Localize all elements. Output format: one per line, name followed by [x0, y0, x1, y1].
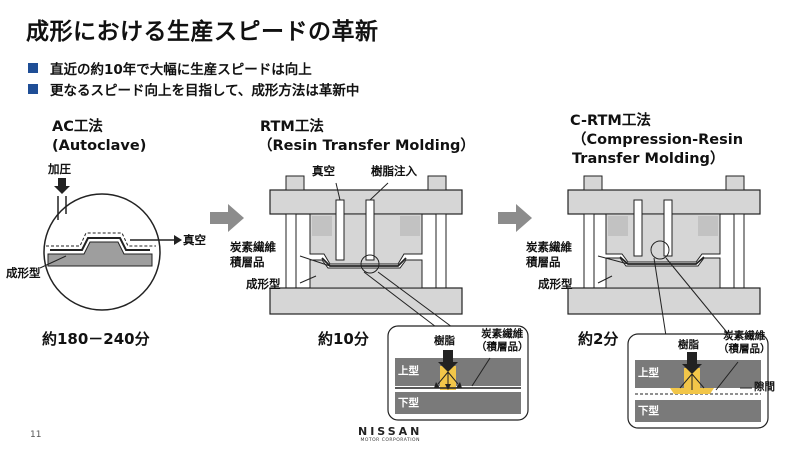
- bullet-square-icon: [28, 63, 38, 73]
- page-number: 11: [30, 430, 42, 440]
- logo-brand: NISSAN: [358, 425, 423, 438]
- bullet-2: 更なるスピード向上を目指して、成形方法は革新中: [28, 79, 359, 99]
- rtm-heading-line2: （Resin Transfer Molding）: [258, 138, 475, 154]
- crtm-detail-cf-line2: （積層品）: [718, 343, 771, 355]
- logo-corp: MOTOR CORPORATION: [360, 438, 420, 443]
- rtm-detail-cf-line2: （積層品）: [476, 341, 529, 353]
- rtm-mold-label: 成形型: [246, 277, 281, 291]
- pressure-arrow-icon: [54, 178, 70, 194]
- crtm-cf-label: 炭素繊維 積層品: [526, 240, 572, 270]
- crtm-heading: C-RTM工法 （Compression-Resin Transfer Mold…: [566, 112, 743, 169]
- crtm-detail-lower-mold: 下型: [638, 405, 659, 417]
- bullet-square-icon: [28, 84, 38, 94]
- rtm-detail-resin-label: 樹脂: [434, 335, 455, 347]
- crtm-detail-cf-line1: 炭素繊維: [723, 330, 766, 342]
- nissan-logo: NISSAN MOTOR CORPORATION: [358, 425, 422, 443]
- ac-heading-line2: (Autoclave): [52, 138, 147, 154]
- process-arrow-icon: [210, 204, 244, 232]
- crtm-cf-label-line2: 積層品: [526, 255, 561, 269]
- ac-mold-shape: [47, 241, 153, 267]
- ac-time: 約180－240分: [42, 330, 150, 348]
- rtm-vacuum-label: 真空: [312, 164, 335, 178]
- ac-pressure-label: 加圧: [48, 162, 71, 176]
- rtm-time: 約10分: [318, 330, 369, 348]
- ac-mold-label: 成形型: [6, 266, 41, 280]
- bullet-1: 直近の約10年で大幅に生産スピードは向上: [28, 58, 312, 78]
- ac-laminate: [50, 237, 150, 251]
- rtm-cf-label-line2: 積層品: [230, 255, 265, 269]
- crtm-detail-gap-label: 隙間: [754, 381, 775, 393]
- rtm-cf-label: 炭素繊維 積層品: [230, 240, 276, 270]
- ac-heading-line1: AC工法: [52, 119, 103, 135]
- vacuum-arrow-icon: [174, 235, 182, 245]
- ac-vacuum-bag: [46, 232, 156, 247]
- rtm-heading-line1: RTM工法: [260, 119, 324, 135]
- crtm-time: 約2分: [578, 330, 619, 348]
- process-arrow-icon: [498, 204, 532, 232]
- crtm-detail-upper-mold: 上型: [638, 367, 659, 379]
- slide-title: 成形における生産スピードの革新: [26, 19, 379, 45]
- rtm-cf-label-line1: 炭素繊維: [230, 240, 276, 254]
- crtm-detail-cf-label: 炭素繊維 （積層品）: [718, 330, 771, 356]
- rtm-detail-upper-mold: 上型: [398, 365, 419, 377]
- crtm-heading-line1: C-RTM工法: [570, 113, 651, 129]
- ac-vacuum-label: 真空: [183, 233, 206, 247]
- crtm-mold-label: 成形型: [538, 277, 573, 291]
- bullet-1-text: 直近の約10年で大幅に生産スピードは向上: [50, 62, 312, 78]
- rtm-detail-lower-mold: 下型: [398, 397, 419, 409]
- crtm-cf-label-line1: 炭素繊維: [526, 240, 572, 254]
- rtm-heading: RTM工法 （Resin Transfer Molding）: [258, 118, 475, 156]
- ac-heading: AC工法 (Autoclave): [52, 118, 146, 156]
- bullet-2-text: 更なるスピード向上を目指して、成形方法は革新中: [50, 83, 360, 99]
- crtm-heading-line2: （Compression-Resin: [572, 132, 744, 148]
- rtm-detail-cf-line1: 炭素繊維: [481, 328, 524, 340]
- crtm-heading-line3: Transfer Molding）: [572, 151, 725, 167]
- rtm-detail-cf-label: 炭素繊維 （積層品）: [476, 328, 529, 354]
- crtm-detail-resin-label: 樹脂: [678, 339, 699, 351]
- rtm-resin-injection-label: 樹脂注入: [371, 164, 417, 178]
